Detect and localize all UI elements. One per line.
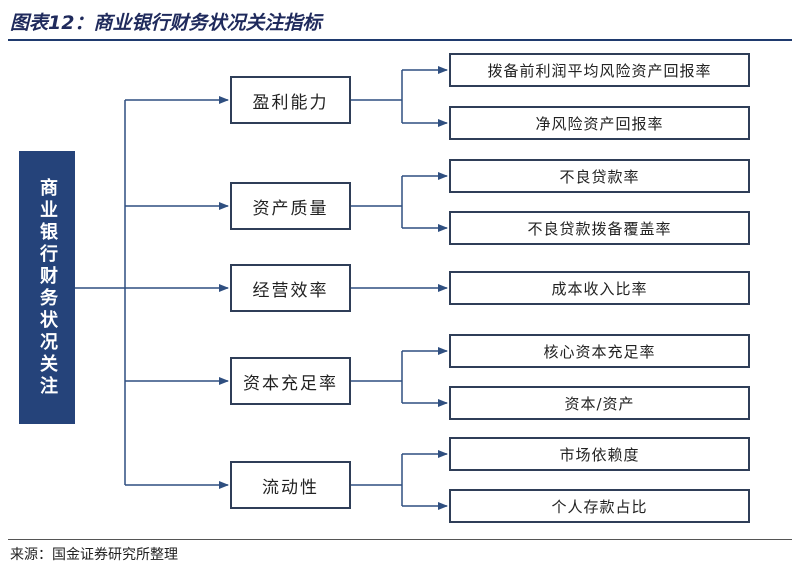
category-liquidity: 流动性 [230, 461, 351, 509]
category-capital-adequacy: 资本充足率 [230, 357, 351, 405]
metric-npl-ratio: 不良贷款率 [449, 159, 750, 193]
metric-cost-income: 成本收入比率 [449, 271, 750, 305]
metric-capital-to-assets: 资本/资产 [449, 386, 750, 420]
footer-rule [8, 539, 792, 540]
title-rule [8, 39, 792, 41]
page-title: 图表12：商业银行财务状况关注指标 [10, 12, 322, 34]
metric-market-dependency: 市场依赖度 [449, 437, 750, 471]
category-profitability: 盈利能力 [230, 76, 351, 124]
metric-provision-coverage: 不良贷款拨备覆盖率 [449, 211, 750, 245]
source-note: 来源：国金证券研究所整理 [10, 547, 178, 563]
metric-core-capital: 核心资本充足率 [449, 334, 750, 368]
category-asset-quality: 资产质量 [230, 182, 351, 230]
root-label: 商业银行财务状况关注 [37, 177, 58, 398]
metric-net-rorwa: 净风险资产回报率 [449, 106, 750, 140]
metric-personal-deposits: 个人存款占比 [449, 489, 750, 523]
metric-pre-provision-roraa: 拨备前利润平均风险资产回报率 [449, 53, 750, 87]
root-node: 商业银行财务状况关注 [19, 151, 75, 424]
category-operating-efficiency: 经营效率 [230, 264, 351, 312]
